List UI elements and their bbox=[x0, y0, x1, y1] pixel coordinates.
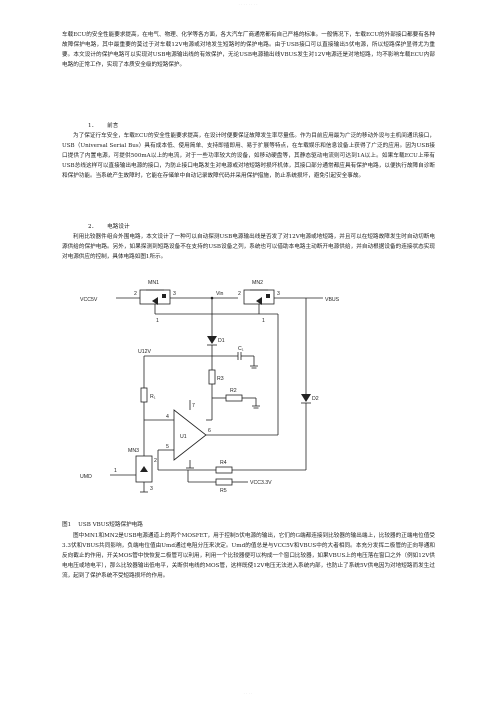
comparator-u1 bbox=[144, 400, 278, 469]
intro-paragraph: 车载ECU的安全性能要求提高，在电气、物理、化学等各方面，各大汽车厂商通常都有自… bbox=[62, 32, 435, 69]
mosfet-mn3 bbox=[110, 430, 153, 493]
label-pin1c: 1 bbox=[114, 468, 117, 474]
resistor-r1 bbox=[140, 387, 148, 430]
diode-d1 bbox=[207, 298, 217, 356]
label-pin7: 7 bbox=[192, 403, 195, 409]
label-mn2: MN2 bbox=[252, 280, 263, 286]
label-d1: D1 bbox=[218, 338, 225, 344]
label-mn1: MN1 bbox=[148, 280, 159, 286]
section-heading-1: 1． 前言 bbox=[88, 121, 128, 131]
label-u1: U1 bbox=[180, 434, 187, 440]
label-r3: R3 bbox=[217, 376, 224, 382]
label-mn3: MN3 bbox=[128, 448, 139, 454]
diode-d2 bbox=[301, 298, 311, 470]
label-r2: R2 bbox=[230, 388, 237, 394]
page-footer-watermark: · · · · bbox=[243, 691, 253, 696]
label-vin: Vin bbox=[216, 291, 224, 297]
label-u12v: U12V bbox=[138, 349, 152, 355]
section-2-body: 利用比较器件组合外围电路，本文设计了一种可以自动探测USB电源输出线是否发了对1… bbox=[62, 234, 435, 261]
section-heading-2: 2． 电路设计 bbox=[88, 222, 140, 232]
label-pin5: 5 bbox=[166, 444, 169, 450]
label-pin6: 6 bbox=[208, 428, 211, 434]
mosfet-mn2 bbox=[243, 289, 275, 314]
label-r5: R5 bbox=[220, 488, 227, 494]
circuit-analysis-paragraph: 图中MN1和MN2是USB电源通道上的两个MOSFET，用于控制5伏电源的输出，… bbox=[62, 533, 435, 580]
figure-caption-text: USB VBUS短路保护电路 bbox=[78, 522, 143, 528]
label-vcc33v: VCC3.3V bbox=[250, 480, 272, 486]
section-1-body: 为了保证行车安全，车载ECU的安全性能要求提高，在设计时便要保证故障发生率尽量低… bbox=[62, 133, 435, 180]
label-pin2a: 2 bbox=[134, 291, 137, 297]
label-r1: R₁ bbox=[150, 394, 156, 400]
label-umd: UMD bbox=[80, 474, 92, 480]
resistor-r2 bbox=[212, 394, 260, 409]
section-2-number: 2． bbox=[88, 224, 98, 230]
label-d2: D2 bbox=[312, 396, 319, 402]
label-vbus: VBUS bbox=[325, 297, 340, 303]
resistor-r3 bbox=[208, 356, 216, 420]
label-c1: C₁ bbox=[238, 346, 244, 352]
label-pin4: 4 bbox=[166, 414, 169, 420]
vin-junction-dot bbox=[210, 296, 214, 300]
label-pin2c: 2 bbox=[154, 458, 157, 464]
section-2-title: 电路设计 bbox=[107, 224, 130, 230]
label-pin3b: 3 bbox=[277, 291, 280, 297]
resistor-r5 bbox=[187, 470, 248, 486]
label-pin2b: 2 bbox=[238, 291, 241, 297]
resistor-r4 bbox=[157, 450, 306, 474]
section-1-title: 前言 bbox=[107, 123, 119, 129]
label-pin3a: 3 bbox=[173, 291, 176, 297]
label-vcc5v: VCC5V bbox=[80, 297, 98, 303]
figure-number: 图1 bbox=[62, 522, 72, 528]
figure-caption: 图1 USB VBUS短路保护电路 bbox=[62, 520, 143, 530]
label-pin1a: 1 bbox=[156, 318, 159, 324]
circuit-diagram: VCC5V MN1 2 1 3 MN2 2 1 3 VBUS Vin D1 C₁… bbox=[80, 280, 340, 494]
mosfet-mn1 bbox=[139, 289, 171, 314]
label-r4: R4 bbox=[220, 460, 227, 466]
u12v-rail bbox=[143, 355, 212, 388]
page-header-watermark: · · · · · · · · bbox=[238, 2, 258, 7]
label-pin1b: 1 bbox=[262, 318, 265, 324]
label-pin3c: 3 bbox=[150, 486, 153, 492]
capacitor-c1 bbox=[212, 352, 258, 369]
section-1-number: 1． bbox=[88, 123, 98, 129]
